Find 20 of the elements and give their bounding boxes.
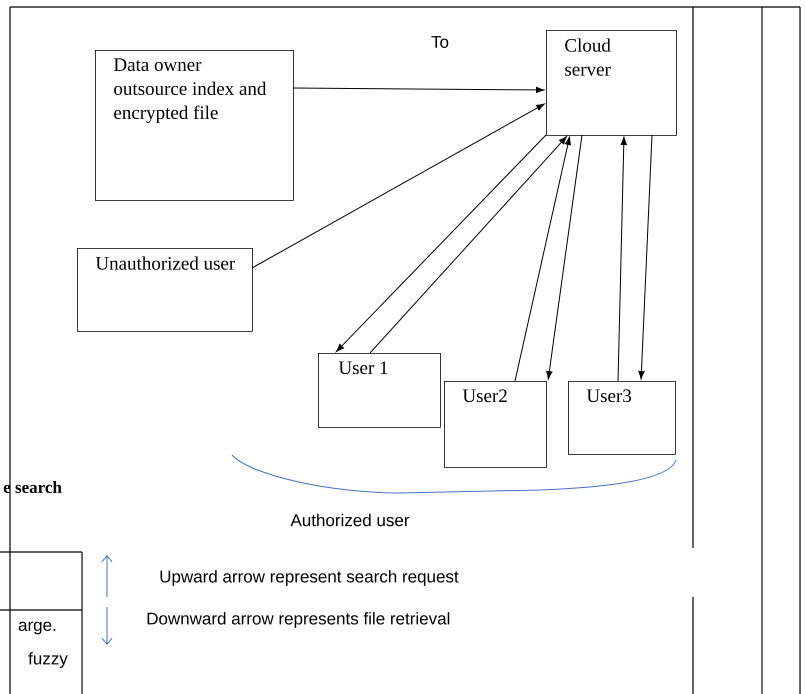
arrow [370,136,568,354]
process-box: Unauthorized user [77,248,253,332]
process-box: Cloud server [546,30,677,136]
process-box: User3 [568,381,676,455]
text-label: To [431,36,448,48]
arrow [252,104,545,268]
arrow [514,136,572,382]
process-box: User2 [444,381,547,468]
arrow [638,134,652,380]
process-box: User 1 [318,353,441,428]
text-label: arge. [18,622,56,634]
arrow [336,134,546,352]
legend-text: Upward arrow represent search request [160,570,459,586]
process-box: Data owner outsource index and encrypted file [95,50,294,201]
arrow [618,136,627,382]
arrow [546,134,582,380]
legend-text: Downward arrow represents file retrieval [148,612,450,628]
arrow [292,86,544,94]
text-label: Authorized user [290,514,410,526]
text-label: fuzzy [28,652,68,668]
